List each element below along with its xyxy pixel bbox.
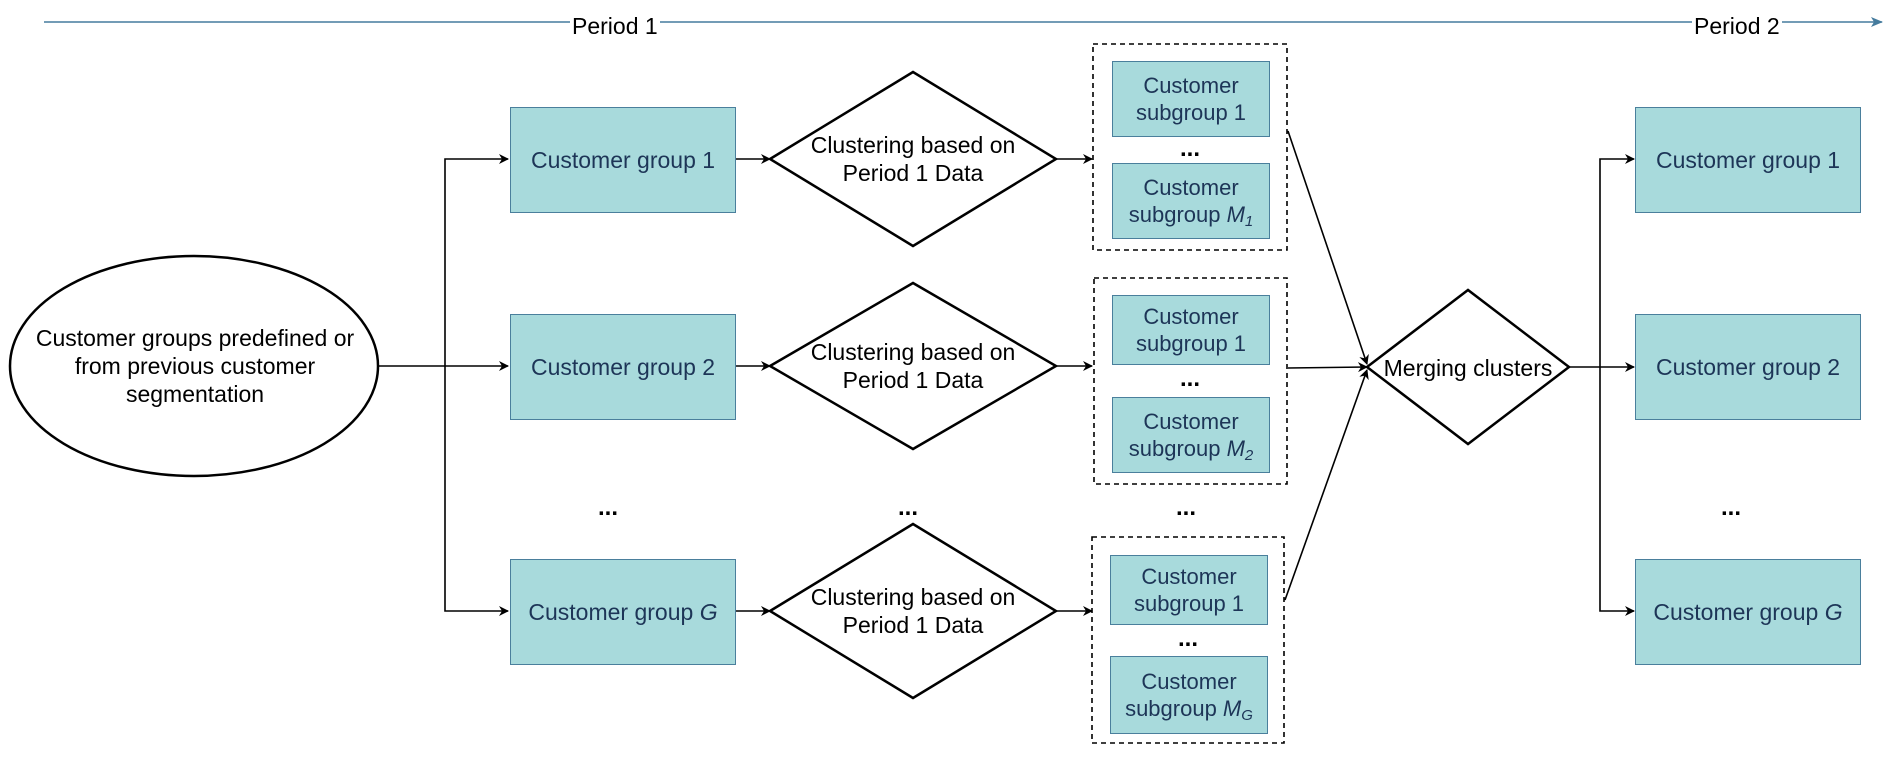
clustering-label-2: Clustering based on Period 1 Data xyxy=(810,339,1016,393)
customer-group-1-label: Customer group 1 xyxy=(530,147,716,173)
groups-ellipsis: ... xyxy=(597,494,618,521)
subgroup-box-1-first: Customer subgroup 1 xyxy=(1112,61,1270,137)
subgroup-box-2-first: Customer subgroup 1 xyxy=(1112,295,1270,365)
merge-to-output1-connector xyxy=(1599,154,1635,367)
subgroup-container-2 xyxy=(1093,277,1288,485)
timeline-period2-label: Period 2 xyxy=(1692,12,1782,40)
output-group-1: Customer group 1 xyxy=(1635,107,1861,213)
clustering-ellipsis: ... xyxy=(897,494,918,521)
subgroups-ellipsis: ... xyxy=(1175,494,1196,521)
subgroup-container-1 xyxy=(1092,43,1288,251)
subgroup-container-G xyxy=(1091,536,1285,744)
output-group-2-label: Customer group 2 xyxy=(1655,354,1841,380)
output-group-1-label: Customer group 1 xyxy=(1655,147,1841,173)
subgroup-index: subgroup 1 xyxy=(1133,591,1245,616)
subgroup-index: subgroup M1 xyxy=(1128,202,1254,230)
timeline-period1-label: Period 1 xyxy=(570,12,660,40)
output-group-G: Customer group G xyxy=(1635,559,1861,665)
subgroup-index: subgroup MG xyxy=(1125,696,1253,724)
subgroup-word: Customer xyxy=(1141,564,1237,589)
subgroup-word: Customer xyxy=(1143,304,1239,329)
subgroup-ellipsis-1: ... xyxy=(1179,135,1200,162)
merge-label: Merging clusters xyxy=(1383,355,1553,381)
customer-group-2: Customer group 2 xyxy=(510,314,736,420)
clustering-label-1: Clustering based on Period 1 Data xyxy=(810,132,1016,186)
output-group-2: Customer group 2 xyxy=(1635,314,1861,420)
source-to-group1-connector xyxy=(444,154,509,366)
subgroup-word: Customer xyxy=(1143,409,1239,434)
subgroups2-to-merge-connector xyxy=(1287,362,1368,373)
customer-group-1: Customer group 1 xyxy=(510,107,736,213)
merge-to-outputG-connector xyxy=(1599,367,1635,616)
output-groups-ellipsis: ... xyxy=(1720,494,1741,521)
source-to-groupG-connector xyxy=(444,366,509,616)
subgroups1-to-merge-connector xyxy=(1287,130,1369,365)
customer-group-G: Customer group G xyxy=(510,559,736,665)
subgroup-ellipsis-2: ... xyxy=(1179,365,1200,392)
subgroup-index: subgroup M2 xyxy=(1128,436,1254,464)
subgroup-ellipsis-G: ... xyxy=(1177,625,1198,652)
subgroup-box-G-last: Customer subgroup MG xyxy=(1110,656,1268,734)
subgroup-index: subgroup 1 xyxy=(1135,331,1247,356)
subgroup-box-1-last: Customer subgroup M1 xyxy=(1112,163,1270,239)
subgroup-word: Customer xyxy=(1141,669,1237,694)
output-group-G-label: Customer group G xyxy=(1653,599,1843,625)
source-label: Customer groups predefined or from previ… xyxy=(35,325,355,407)
customer-group-2-label: Customer group 2 xyxy=(530,354,716,380)
subgroupsG-to-merge-connector xyxy=(1284,369,1369,601)
clustering-label-G: Clustering based on Period 1 Data xyxy=(810,584,1016,638)
subgroup-index: subgroup 1 xyxy=(1135,100,1247,125)
subgroup-word: Customer xyxy=(1143,73,1239,98)
subgroup-box-2-last: Customer subgroup M2 xyxy=(1112,397,1270,473)
subgroup-word: Customer xyxy=(1143,175,1239,200)
customer-group-G-label: Customer group G xyxy=(528,599,718,625)
subgroup-box-G-first: Customer subgroup 1 xyxy=(1110,555,1268,625)
